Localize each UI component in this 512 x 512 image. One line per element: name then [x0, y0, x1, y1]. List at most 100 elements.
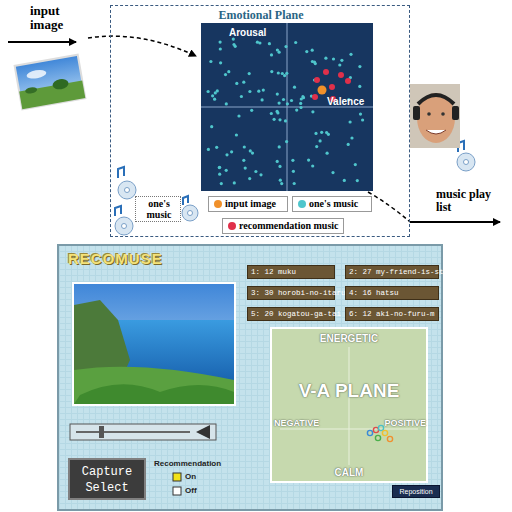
- playlist-item: 3: 30 horobi-no-itaru: [247, 286, 335, 300]
- music-dot: [332, 57, 335, 60]
- song-marker: [375, 435, 380, 440]
- legend-swatch: [214, 200, 222, 208]
- music-dot: [270, 70, 273, 73]
- input-dot: [318, 86, 327, 95]
- music-dot: [220, 182, 223, 185]
- axis-label: Arousal: [229, 27, 289, 38]
- music-dot: [295, 109, 298, 112]
- music-dot: [242, 159, 245, 162]
- music-dot: [258, 41, 261, 44]
- music-dot: [215, 146, 218, 149]
- radio-on: [173, 473, 181, 481]
- music-dot: [282, 98, 285, 101]
- music-dot: [235, 133, 238, 136]
- music-dot: [276, 160, 279, 163]
- volume-slider: [70, 424, 216, 440]
- music-dot: [349, 120, 352, 123]
- music-dot: [225, 153, 228, 156]
- app-title: RECOMUSE: [68, 251, 178, 268]
- music-dot: [248, 90, 251, 93]
- axis-line: [349, 347, 350, 465]
- music-dot: [227, 70, 230, 73]
- music-dot: [307, 159, 310, 162]
- music-dot: [293, 86, 296, 89]
- music-dot: [356, 179, 359, 182]
- music-dot: [242, 81, 245, 84]
- music-dot: [276, 48, 279, 51]
- music-dot: [233, 181, 236, 184]
- music-dot: [283, 74, 286, 77]
- dashed-arrow: [88, 36, 196, 56]
- recommend-dot: [312, 94, 318, 100]
- song-entry: 5: 20 kogatou-ga-tai: [251, 310, 335, 318]
- music-dot: [270, 53, 273, 56]
- music-dot: [213, 98, 216, 101]
- button-label: Reposition: [393, 488, 439, 496]
- song-entry: 1: 12 muku: [251, 268, 335, 276]
- capture-button: Capture Select: [68, 458, 146, 500]
- axis-label: ENERGETIC: [272, 333, 426, 344]
- music-dot: [230, 150, 233, 153]
- music-dot: [268, 42, 271, 45]
- option-label: On: [185, 473, 215, 482]
- music-dot: [276, 110, 279, 113]
- music-dot: [349, 53, 352, 56]
- option-label: Off: [185, 487, 215, 496]
- recommend-dot: [345, 78, 351, 84]
- music-dot: [276, 93, 279, 96]
- music-dot: [214, 91, 217, 94]
- music-dot: [347, 143, 350, 146]
- music-dot: [211, 94, 214, 97]
- legend-text: one's music: [309, 198, 371, 210]
- music-dot: [325, 131, 328, 134]
- flow-label: input image: [30, 4, 86, 33]
- music-dot: [232, 43, 235, 46]
- music-dot: [338, 63, 341, 66]
- legend-text: recommendation music: [239, 220, 343, 232]
- music-dot: [299, 106, 302, 109]
- music-dot: [219, 47, 222, 50]
- va-plot: [272, 329, 426, 481]
- recommend-dot: [329, 84, 335, 90]
- music-dot: [224, 73, 227, 76]
- option-label: Recommendation: [154, 460, 244, 469]
- song-entry: 6: 12 aki-no-furu-m: [349, 310, 439, 318]
- playlist-item: 1: 12 muku: [247, 265, 335, 279]
- music-dot: [262, 89, 265, 92]
- music-dot: [248, 177, 251, 180]
- music-dot: [225, 102, 228, 105]
- music-dot: [350, 136, 353, 139]
- music-dot: [240, 95, 243, 98]
- music-dot: [209, 60, 212, 63]
- music-dot: [285, 140, 288, 143]
- music-dot: [250, 109, 253, 112]
- button-label: Capture Select: [72, 464, 142, 496]
- legend-entry: input image: [208, 196, 288, 212]
- music-dot: [254, 170, 257, 173]
- music-dot: [277, 71, 280, 74]
- music-dot: [249, 149, 252, 152]
- music-dot: [278, 118, 281, 121]
- music-dot: [311, 49, 314, 52]
- music-dot: [207, 148, 210, 151]
- axis-label: CALM: [272, 467, 426, 478]
- music-dot: [270, 112, 273, 115]
- music-dot: [237, 114, 240, 117]
- music-dot: [324, 57, 327, 60]
- playlist-item: 6: 12 aki-no-furu-m: [345, 307, 439, 321]
- music-dot: [273, 118, 276, 121]
- legend-text: input image: [225, 198, 287, 210]
- frame-title: Emotional Plane: [111, 9, 411, 22]
- music-dot: [291, 159, 294, 162]
- music-dot: [279, 179, 282, 182]
- app-window: RECOMUSE1: 12 muku2: 27 my-friend-is-str…: [58, 245, 442, 510]
- panel-title: V-A PLANE: [272, 381, 426, 402]
- music-dot: [311, 60, 314, 63]
- music-dot: [311, 164, 314, 167]
- music-dot: [299, 102, 302, 105]
- music-dot: [278, 145, 281, 148]
- recommend-dot: [314, 77, 320, 83]
- legend-swatch: [298, 200, 306, 208]
- music-dot: [207, 90, 210, 93]
- axis-label: NEGATIVE: [274, 419, 336, 429]
